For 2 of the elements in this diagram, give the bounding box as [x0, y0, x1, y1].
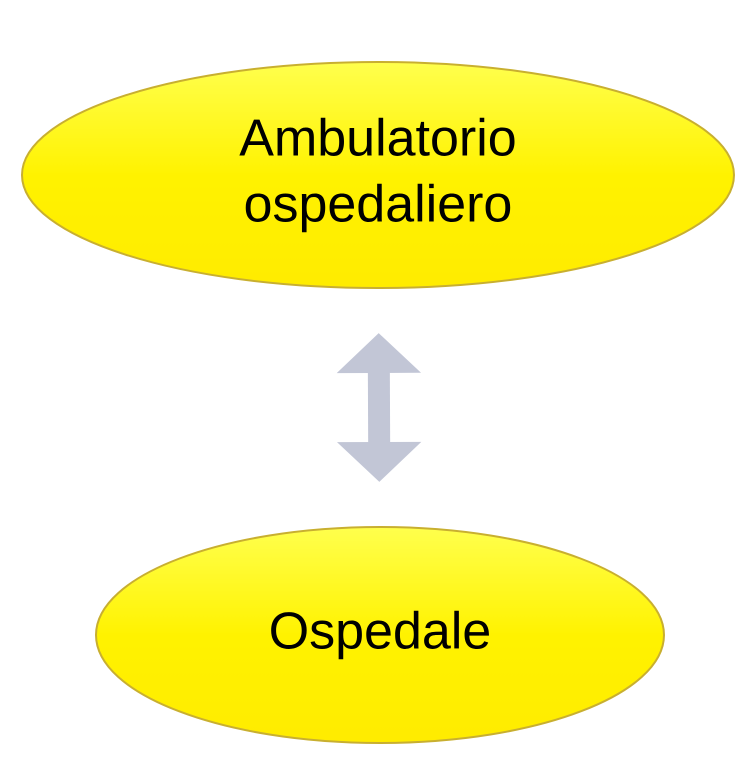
- ellipse-node: Ospedale: [95, 526, 665, 744]
- ellipse-node: Ambulatorio ospedaliero: [21, 61, 735, 289]
